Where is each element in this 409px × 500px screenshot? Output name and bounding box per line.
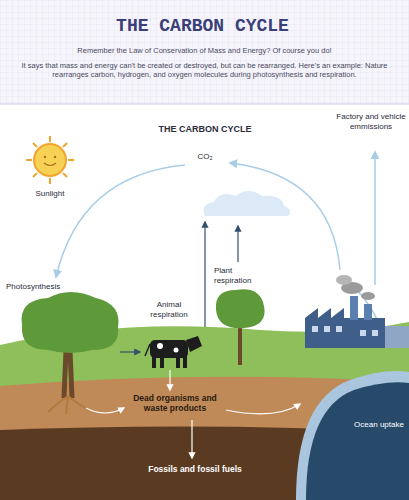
ocean-label: Ocean uptake	[352, 420, 406, 430]
diagram-heading: THE CARBON CYCLE	[105, 124, 305, 135]
process-label: Animal respiration	[140, 300, 198, 319]
emissions-label: Factory and vehicle emmissions	[336, 112, 406, 131]
page-title: THE CARBON CYCLE	[0, 16, 407, 38]
intro-text: It says that mass and energy can't be cr…	[14, 61, 395, 79]
sun-label: Sunlight	[15, 189, 85, 199]
process-label: Plant respiration	[214, 266, 266, 285]
process-label: Photosynthesis	[6, 282, 86, 292]
fossil-label: Fossils and fossil fuels	[130, 464, 260, 474]
soil-label: Dead organisms and waste products	[126, 393, 224, 413]
co2-label: CO₂	[185, 152, 225, 162]
intro-text: Remember the Law of Conservation of Mass…	[14, 46, 395, 55]
